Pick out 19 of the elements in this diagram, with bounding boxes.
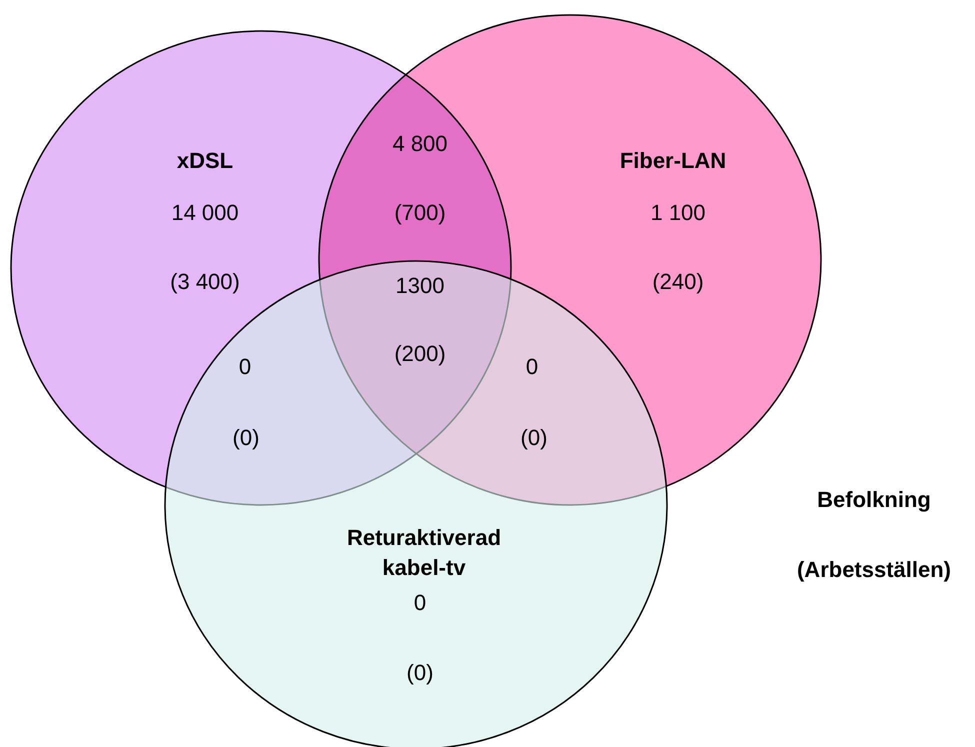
count-value: 0 bbox=[526, 353, 538, 381]
count-value: (0) bbox=[406, 659, 434, 687]
legend-note: Befolkning bbox=[817, 486, 931, 514]
set-label: xDSL bbox=[176, 147, 234, 175]
count-value: 1 100 bbox=[650, 199, 706, 227]
count-value: 4 800 bbox=[392, 130, 448, 158]
count-value: 1300 bbox=[396, 272, 444, 300]
legend-note: (Arbetsställen) bbox=[796, 556, 952, 584]
count-value: (0) bbox=[520, 424, 548, 452]
count-value: 14 000 bbox=[171, 199, 239, 227]
count-value: (240) bbox=[652, 268, 704, 296]
count-value: 0 bbox=[414, 589, 426, 617]
count-value: (0) bbox=[232, 424, 260, 452]
set-label: Returaktiverad kabel-tv bbox=[346, 524, 502, 582]
set-label: Fiber-LAN bbox=[618, 147, 728, 175]
count-value: (700) bbox=[394, 199, 446, 227]
count-value: (200) bbox=[394, 340, 446, 368]
count-value: 0 bbox=[238, 353, 252, 381]
count-value: (3 400) bbox=[170, 268, 240, 296]
